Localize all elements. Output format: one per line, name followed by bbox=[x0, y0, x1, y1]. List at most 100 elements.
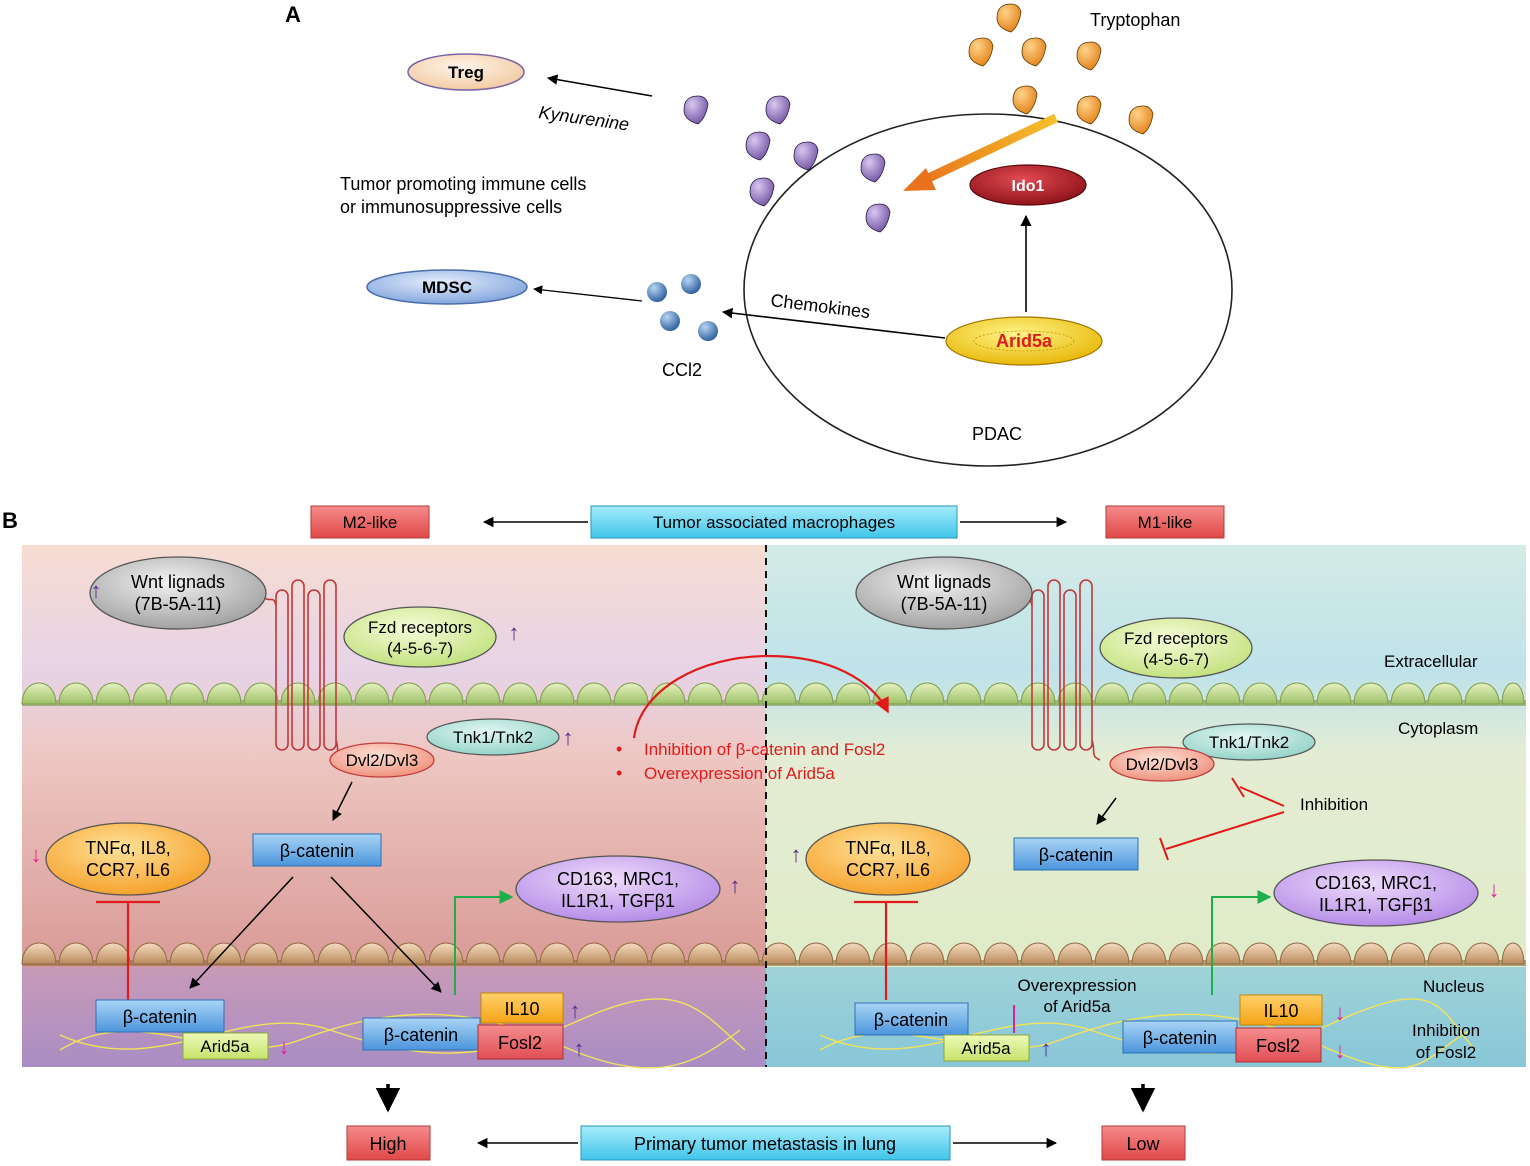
fosl2-m2-label: Fosl2 bbox=[498, 1033, 542, 1053]
m2-markers-up-arrow: ↑ bbox=[730, 873, 741, 898]
catenin-to-nuclear-left bbox=[189, 876, 294, 989]
tryptophan-drop bbox=[968, 37, 994, 67]
cell-membrane-segment bbox=[1390, 682, 1426, 705]
nuclear-membrane-segment bbox=[132, 942, 168, 965]
dvl-to-catenin-arrow bbox=[1096, 797, 1117, 825]
nuclear-membrane-segment bbox=[1168, 942, 1204, 965]
cell-membrane-segment bbox=[687, 682, 723, 705]
fzd-up-arrow: ↑ bbox=[509, 620, 520, 645]
m1-markers-down-arrow: ↓ bbox=[1489, 877, 1500, 902]
nuclear-membrane-segment bbox=[354, 942, 390, 965]
cytokines-tnf-line1: TNFα, IL8, bbox=[85, 838, 170, 858]
dvl-label: Dvl2/Dvl3 bbox=[1126, 755, 1199, 774]
cell-membrane-segment bbox=[95, 682, 131, 705]
note-overexpression-arid5a: Overexpression of Arid5a bbox=[644, 764, 835, 783]
cytokines-tnf-line2: CCR7, IL6 bbox=[86, 860, 170, 880]
wnt-ligands bbox=[855, 556, 1033, 630]
m1-markers bbox=[1273, 859, 1479, 927]
nuclear-membrane-segment bbox=[502, 942, 538, 965]
cell-membrane-segment bbox=[169, 682, 205, 705]
kynurenine-drop bbox=[683, 95, 709, 125]
nuclear-membrane-segment bbox=[983, 942, 1019, 965]
m2-to-m1-switch-arrow bbox=[632, 654, 889, 739]
arid5a-inner-ring bbox=[973, 330, 1075, 352]
chemokines-label: Chemokines bbox=[770, 290, 872, 322]
cell-membrane-segment bbox=[502, 682, 538, 705]
tryptophan-drop bbox=[1021, 37, 1047, 67]
m1-markers-line2: IL1R1, TGFβ1 bbox=[1319, 895, 1433, 915]
arid5a-box-m2 bbox=[182, 1032, 269, 1060]
tnk-label: Tnk1/Tnk2 bbox=[1209, 733, 1289, 752]
nuclear-membrane-segment bbox=[1094, 942, 1130, 965]
nuclear-membrane-segment bbox=[835, 942, 871, 965]
cell-membrane bbox=[21, 682, 1526, 706]
cell-membrane-segment bbox=[1464, 682, 1500, 705]
beta-catenin-nuclear-a bbox=[854, 1002, 969, 1036]
wnt-ligands-line1: Wnt lignads bbox=[897, 572, 991, 592]
ccl2-ball bbox=[681, 274, 701, 294]
nuclear-membrane-segment bbox=[1427, 942, 1463, 965]
inhibition-fosl2-line2: of Fosl2 bbox=[1416, 1043, 1476, 1062]
ccl2-ball bbox=[698, 321, 718, 341]
kynurenine-drop bbox=[765, 95, 791, 125]
cell-membrane-segment bbox=[1131, 682, 1167, 705]
arid5a-to-ccl2-arrow bbox=[721, 307, 946, 339]
cell-membrane-segment bbox=[1094, 682, 1130, 705]
cell-membrane-segment bbox=[243, 682, 279, 705]
ido1-protein bbox=[969, 164, 1087, 206]
nuclear-membrane-segment bbox=[798, 942, 834, 965]
extracellular-label: Extracellular bbox=[1384, 652, 1478, 671]
nuclear-membrane-segment bbox=[206, 942, 242, 965]
m1-like-box bbox=[1105, 505, 1225, 539]
il10-m1-down-arrow: ↓ bbox=[1335, 1000, 1346, 1025]
cell-membrane-segment bbox=[1316, 682, 1352, 705]
nuclear-membrane-segment bbox=[280, 942, 316, 965]
tnk-complex bbox=[426, 718, 560, 756]
overexpression-line2: of Arid5a bbox=[1043, 997, 1111, 1016]
panel-a: A PDAC Tryptophan Kynurenine Tre bbox=[285, 2, 1233, 467]
nuclear-membrane-segment bbox=[909, 942, 945, 965]
fosl2-m1-label: Fosl2 bbox=[1256, 1036, 1300, 1056]
nuclear-membrane-segment bbox=[724, 942, 760, 965]
high-box bbox=[346, 1125, 431, 1161]
tnf-up-arrow: ↑ bbox=[791, 842, 802, 867]
kynurenine-drop bbox=[745, 131, 771, 161]
m1-like-label: M1-like bbox=[1138, 513, 1193, 532]
tryptophan-label: Tryptophan bbox=[1090, 10, 1180, 30]
arid5a-label: Arid5a bbox=[996, 331, 1053, 351]
nuclear-membrane-segment bbox=[58, 942, 94, 965]
cell-membrane-segment bbox=[576, 682, 612, 705]
il10-m1-label: IL10 bbox=[1263, 1001, 1298, 1021]
panel-a-letter: A bbox=[285, 2, 301, 27]
nuclear-membrane-segment bbox=[465, 942, 501, 965]
treg-cell bbox=[407, 53, 525, 91]
wnt-ligands-line2: (7B-5A-11) bbox=[135, 594, 222, 614]
fosl2-m2-up-arrow: ↑ bbox=[574, 1036, 585, 1061]
fzd-receptors-line2: (4-5-6-7) bbox=[387, 639, 453, 658]
dvl-complex bbox=[1109, 746, 1215, 782]
arid5a-box-m2-label: Arid5a bbox=[200, 1037, 250, 1056]
pdac-label: PDAC bbox=[972, 424, 1022, 444]
arid5a-box-m1 bbox=[943, 1034, 1030, 1062]
tnk-label: Tnk1/Tnk2 bbox=[453, 728, 533, 747]
inhibition-lines bbox=[1159, 777, 1285, 861]
nuclear-membrane-segment bbox=[317, 942, 353, 965]
panel-b: B M2-like Tumor associated macrophages M… bbox=[2, 505, 1526, 1161]
tryptophan-molecules bbox=[968, 3, 1154, 135]
kynurenine-molecules bbox=[683, 95, 891, 233]
wnt-up-arrow: ↑ bbox=[91, 578, 102, 603]
cell-membrane-segment bbox=[613, 682, 649, 705]
nuclear-membrane-segment bbox=[1501, 942, 1525, 965]
nuclear-membrane-segment bbox=[1353, 942, 1389, 965]
il10-m2-label: IL10 bbox=[504, 999, 539, 1019]
cell-membrane-segment bbox=[132, 682, 168, 705]
il10-box-m1 bbox=[1239, 994, 1323, 1026]
cell-membrane-segment bbox=[946, 682, 982, 705]
il10-m2-up-arrow: ↑ bbox=[570, 998, 581, 1023]
cell-membrane-segment bbox=[798, 682, 834, 705]
cell-membrane-segment bbox=[428, 682, 464, 705]
catenin-inhibits-tnf bbox=[96, 900, 160, 1000]
tryptophan-drop bbox=[996, 3, 1022, 33]
fzd-receptors bbox=[343, 606, 497, 668]
